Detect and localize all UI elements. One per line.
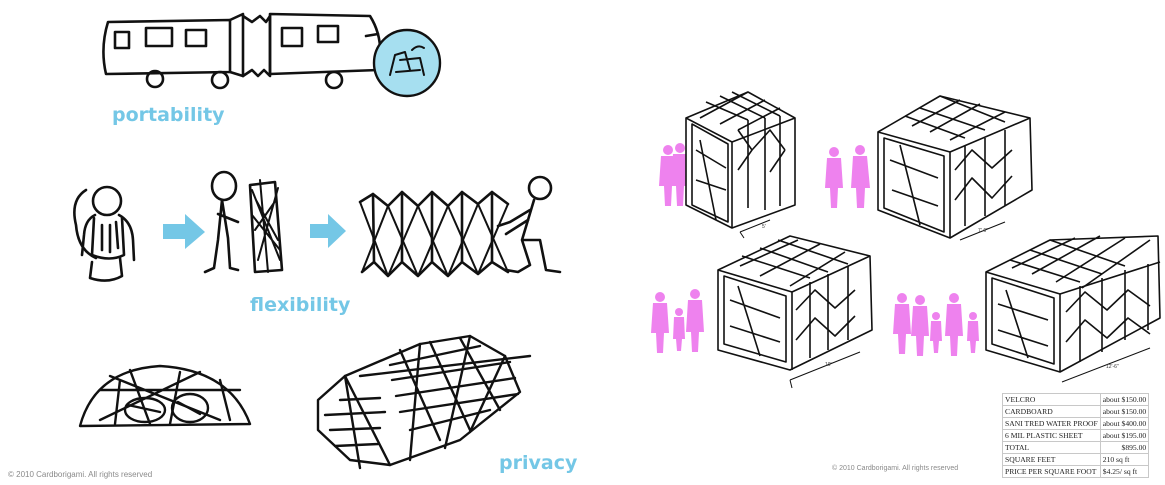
cost-value: $4.25/ sq ft [1099,465,1150,478]
right-copyright: © 2010 Cardborigami. All rights reserved [832,465,959,472]
cost-value: $895.00 [1099,441,1150,454]
cost-value: 210 sq ft [1099,453,1150,466]
cost-value: about $150.00 [1099,405,1150,418]
cost-item: 6 MIL PLASTIC SHEET [1002,429,1101,442]
shelter-small [685,91,796,239]
shelter-large [717,235,873,389]
dome-sketch [78,364,252,428]
person-sketch-1 [73,185,136,282]
flexibility-label: flexibility [250,294,351,316]
sketch-panel: portability flexibility privacy © 2010 C… [8,12,578,479]
shelter-drawings: 5' 7'-6" 10' 12'-6" [651,91,1161,389]
dim-label-4: 12'-6" [1106,364,1119,370]
person-sketch-3 [496,175,562,274]
cost-item: VELCRO [1002,393,1101,406]
shelter-xlarge [985,235,1161,383]
folding-wall-sketch [358,190,510,278]
figure-silhouettes [651,143,979,356]
shelter-panel: 5' 7'-6" 10' 12'-6" © 2010 Cardborigami.… [620,0,1165,485]
tunnel-sketch [316,334,532,470]
person-sketch-2 [203,170,284,274]
dim-label-3: 10' [825,362,832,368]
cost-value: about $400.00 [1099,417,1150,430]
sketch-drawings [73,12,562,470]
cost-item: SQUARE FEET [1002,453,1101,466]
portability-label: portability [112,104,225,126]
cost-item: SANI TRED WATER PROOF [1002,417,1101,430]
left-copyright: © 2010 Cardborigami. All rights reserved [8,470,153,479]
flow-arrows [163,214,346,249]
zoom-circle [372,28,442,98]
cost-value: about $195.00 [1099,429,1150,442]
privacy-label: privacy [499,452,578,474]
panel-gap [600,0,620,485]
dimension-labels: 5' 7'-6" 10' 12'-6" [762,224,1119,370]
cost-item: PRICE PER SQUARE FOOT [1002,465,1101,478]
cost-row: TOTAL$895.00 [1002,441,1150,454]
trailer-sketch [102,12,382,90]
cost-value: about $150.00 [1099,393,1150,406]
cost-row: PRICE PER SQUARE FOOT$4.25/ sq ft [1002,465,1150,478]
cost-item: CARDBOARD [1002,405,1101,418]
cost-item: TOTAL [1002,441,1101,454]
shelter-medium [877,95,1033,241]
dim-label-2: 7'-6" [978,228,988,234]
dim-label-1: 5' [762,224,766,230]
